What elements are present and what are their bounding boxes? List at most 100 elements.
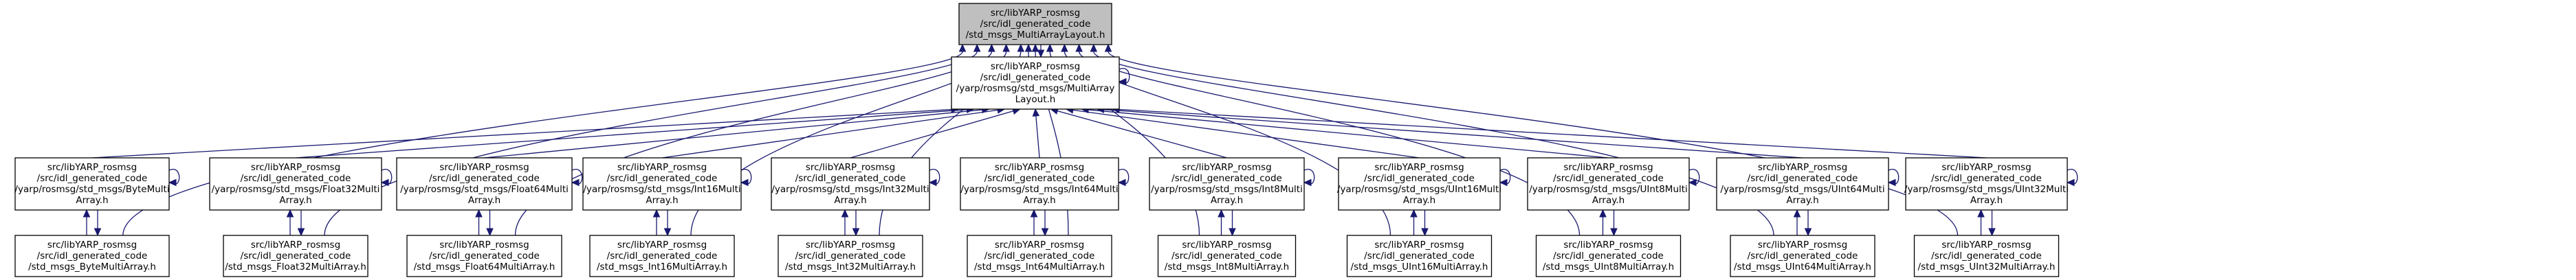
edge-u_i32-to-b_i32-arrowhead bbox=[852, 228, 860, 237]
node-label-line: src/libYARP_rosmsg bbox=[1374, 162, 1464, 173]
graph-nodes: src/libYARP_rosmsg/src/idl_generated_cod… bbox=[14, 3, 2069, 277]
edge-u_i8-self-loop-arrowhead bbox=[1303, 178, 1312, 187]
edge-u_f64-to-b_f64 bbox=[486, 210, 494, 237]
node-label-line: /yarp/rosmsg/std_msgs/ByteMulti bbox=[14, 184, 169, 195]
node-mid[interactable]: src/libYARP_rosmsg/src/idl_generated_cod… bbox=[951, 56, 1120, 110]
edge-b_u64-to-u_u64 bbox=[1793, 209, 1801, 235]
edge-u_i8-to-b_i8 bbox=[1229, 210, 1236, 237]
edge-b_f32-to-root-arrowhead bbox=[973, 43, 981, 52]
edge-b_f64-to-u_f64-arrowhead bbox=[475, 209, 483, 218]
node-label-line: /src/idl_generated_code bbox=[1748, 250, 1858, 261]
edge-u_i8-to-mid-line bbox=[1057, 110, 1227, 159]
edge-u_f32-self-loop-arrowhead bbox=[380, 178, 389, 187]
node-label-line: /yarp/rosmsg/std_msgs/UInt64Multi bbox=[1720, 184, 1884, 195]
edge-b_i16-to-u_i16 bbox=[652, 209, 661, 235]
node-b-byte[interactable]: src/libYARP_rosmsg/src/idl_generated_cod… bbox=[14, 235, 170, 277]
edge-mid-self-loop bbox=[1118, 68, 1130, 86]
edge-u_i16-to-mid-line bbox=[661, 109, 998, 159]
node-label-line: /src/idl_generated_code bbox=[429, 173, 540, 184]
edge-u_f64-to-b_f64-arrowhead bbox=[486, 228, 494, 237]
edge-root-to-mid bbox=[1037, 45, 1045, 58]
node-u-u64[interactable]: src/libYARP_rosmsg/src/idl_generated_cod… bbox=[1716, 157, 1889, 211]
node-label-line: /src/idl_generated_code bbox=[1364, 250, 1475, 261]
node-u-i8[interactable]: src/libYARP_rosmsg/src/idl_generated_cod… bbox=[1149, 157, 1305, 211]
edge-b_u8-to-u_u8-arrowhead bbox=[1599, 209, 1607, 218]
edge-b_u8-to-u_u8 bbox=[1599, 209, 1607, 235]
edge-u_i16-self-loop-arrowhead bbox=[740, 178, 749, 187]
node-box bbox=[589, 235, 735, 277]
node-label-line: src/libYARP_rosmsg bbox=[991, 8, 1080, 19]
node-label-line: Array.h bbox=[1592, 195, 1625, 206]
node-box bbox=[406, 235, 562, 277]
node-box bbox=[1535, 235, 1682, 277]
node-label-line: src/libYARP_rosmsg bbox=[995, 162, 1084, 173]
node-label-line: src/libYARP_rosmsg bbox=[47, 162, 137, 173]
node-box bbox=[582, 157, 742, 211]
edge-b_byte-to-u_byte-arrowhead bbox=[82, 209, 91, 218]
node-label-line: src/libYARP_rosmsg bbox=[251, 162, 340, 173]
node-root[interactable]: src/libYARP_rosmsg/src/idl_generated_cod… bbox=[958, 3, 1112, 45]
node-label-line: src/libYARP_rosmsg bbox=[1563, 162, 1653, 173]
node-u-f32[interactable]: src/libYARP_rosmsg/src/idl_generated_cod… bbox=[209, 157, 382, 211]
node-label-line: Array.h bbox=[468, 195, 500, 206]
node-label-line: /std_msgs_UInt16MultiArray.h bbox=[1351, 261, 1488, 272]
node-b-u32[interactable]: src/libYARP_rosmsg/src/idl_generated_cod… bbox=[1913, 235, 2060, 277]
node-label-line: src/libYARP_rosmsg bbox=[617, 240, 707, 250]
edge-u_f64-self-loop-arrowhead bbox=[571, 178, 580, 187]
node-label-line: /src/idl_generated_code bbox=[37, 250, 148, 261]
edge-root-to-mid-arrowhead bbox=[1037, 49, 1045, 58]
node-label-line: /yarp/rosmsg/std_msgs/Int16Multi bbox=[583, 184, 740, 195]
node-u-i16[interactable]: src/libYARP_rosmsg/src/idl_generated_cod… bbox=[582, 157, 742, 211]
node-label-line: /src/idl_generated_code bbox=[980, 19, 1091, 30]
edge-b_i16-to-root-arrowhead bbox=[1002, 43, 1010, 52]
node-label-line: /std_msgs_Int64MultiArray.h bbox=[974, 261, 1105, 272]
edge-u_u16-to-b_u16-arrowhead bbox=[1421, 228, 1429, 237]
edge-u_f32-to-mid-line bbox=[295, 109, 967, 159]
node-label-line: src/libYARP_rosmsg bbox=[1182, 240, 1271, 250]
node-label-line: src/libYARP_rosmsg bbox=[1374, 240, 1464, 250]
node-label-line: /src/idl_generated_code bbox=[1553, 173, 1664, 184]
edge-u_i64-to-mid-line bbox=[1035, 115, 1040, 159]
node-b-f32[interactable]: src/libYARP_rosmsg/src/idl_generated_cod… bbox=[223, 235, 368, 277]
edge-b_i32-to-u_i32-arrowhead bbox=[841, 209, 849, 218]
node-label-line: src/libYARP_rosmsg bbox=[991, 61, 1080, 72]
node-label-line: Array.h bbox=[76, 195, 108, 206]
edge-b_i8-to-root-arrowhead bbox=[1046, 43, 1054, 52]
node-label-line: /src/idl_generated_code bbox=[1553, 250, 1664, 261]
node-b-u8[interactable]: src/libYARP_rosmsg/src/idl_generated_cod… bbox=[1535, 235, 1682, 277]
node-b-i8[interactable]: src/libYARP_rosmsg/src/idl_generated_cod… bbox=[1157, 235, 1297, 277]
node-u-byte[interactable]: src/libYARP_rosmsg/src/idl_generated_cod… bbox=[14, 157, 170, 211]
node-u-u32[interactable]: src/libYARP_rosmsg/src/idl_generated_cod… bbox=[1904, 157, 2069, 211]
edge-b_f64-to-root-arrowhead bbox=[988, 43, 995, 52]
node-b-f64[interactable]: src/libYARP_rosmsg/src/idl_generated_cod… bbox=[406, 235, 562, 277]
node-label-line: /src/idl_generated_code bbox=[37, 173, 148, 184]
edge-u_u32-to-b_u32-arrowhead bbox=[1988, 228, 1996, 237]
node-b-i32[interactable]: src/libYARP_rosmsg/src/idl_generated_cod… bbox=[778, 235, 923, 277]
node-label-line: /std_msgs_Float64MultiArray.h bbox=[414, 261, 555, 272]
node-label-line: /std_msgs_Int8MultiArray.h bbox=[1165, 261, 1289, 272]
node-label-line: Array.h bbox=[1786, 195, 1818, 206]
node-b-i16[interactable]: src/libYARP_rosmsg/src/idl_generated_cod… bbox=[589, 235, 735, 277]
node-label-line: /src/idl_generated_code bbox=[1931, 173, 2042, 184]
edge-u_u32-self-loop bbox=[2066, 169, 2078, 187]
node-b-u16[interactable]: src/libYARP_rosmsg/src/idl_generated_cod… bbox=[1346, 235, 1493, 277]
node-b-i64[interactable]: src/libYARP_rosmsg/src/idl_generated_cod… bbox=[967, 235, 1112, 277]
node-u-f64[interactable]: src/libYARP_rosmsg/src/idl_generated_cod… bbox=[396, 157, 573, 211]
node-u-i64[interactable]: src/libYARP_rosmsg/src/idl_generated_cod… bbox=[960, 157, 1119, 211]
edge-u_u8-self-loop bbox=[1688, 169, 1700, 187]
node-label-line: src/libYARP_rosmsg bbox=[1941, 162, 2031, 173]
node-label-line: src/libYARP_rosmsg bbox=[439, 162, 529, 173]
node-box bbox=[1149, 157, 1305, 211]
edge-u_f32-self-loop bbox=[380, 169, 393, 187]
node-label-line: /std_msgs_Int16MultiArray.h bbox=[597, 261, 727, 272]
edge-b_i32-to-root-arrowhead bbox=[1017, 43, 1025, 52]
edge-u_i64-to-b_i64 bbox=[1041, 210, 1049, 237]
edge-u_byte-to-mid bbox=[91, 106, 960, 159]
node-u-i32[interactable]: src/libYARP_rosmsg/src/idl_generated_cod… bbox=[771, 157, 930, 211]
node-u-u8[interactable]: src/libYARP_rosmsg/src/idl_generated_cod… bbox=[1527, 157, 1690, 211]
node-box bbox=[1338, 157, 1501, 211]
node-u-u16[interactable]: src/libYARP_rosmsg/src/idl_generated_cod… bbox=[1337, 157, 1501, 211]
node-b-u64[interactable]: src/libYARP_rosmsg/src/idl_generated_cod… bbox=[1730, 235, 1875, 277]
node-label-line: /std_msgs_MultiArrayLayout.h bbox=[966, 30, 1105, 40]
node-label-line: /yarp/rosmsg/std_msgs/UInt8Multi bbox=[1529, 184, 1688, 195]
